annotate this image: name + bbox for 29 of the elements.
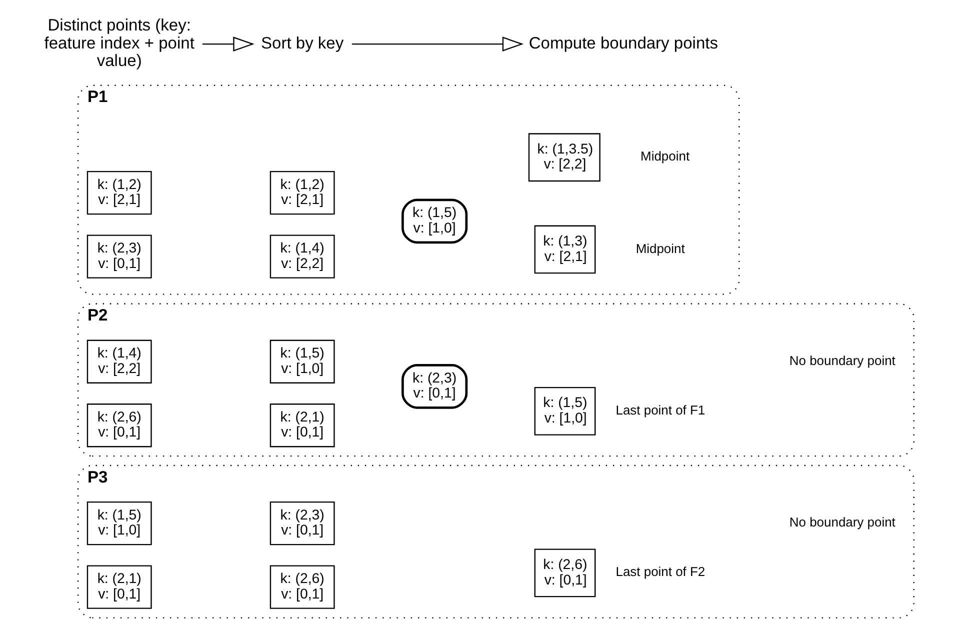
node-box: k: (1,3) v: [2,1] <box>534 225 596 274</box>
node-box: k: (1,5) v: [1,0] <box>401 198 468 244</box>
node-box: k: (1,5) v: [1,0] <box>269 340 334 384</box>
node-text: Distinct points (key: feature index + point value) <box>44 16 194 70</box>
node-box: k: (1,4) v: [2,2] <box>269 234 334 278</box>
node-box: k: (2,6) v: [0,1] <box>269 565 334 609</box>
node-box: k: (1,5) v: [1,0] <box>534 387 596 436</box>
node-label: Midpoint <box>640 148 690 164</box>
node-box: k: (1,3.5) v: [2,2] <box>528 133 600 182</box>
node-box: k: (2,6) v: [0,1] <box>534 548 596 598</box>
node-label: Last point of F2 <box>615 564 705 580</box>
node-label: Midpoint <box>635 240 684 256</box>
label: No boundary point <box>788 514 895 530</box>
arrow <box>202 36 254 52</box>
node-box: k: (1,5) v: [1,0] <box>86 502 152 546</box>
node-box: k: (1,2) v: [2,1] <box>86 170 152 215</box>
node-box: k: (2,3) v: [0,1] <box>269 502 334 546</box>
node-box: k: (1,4) v: [2,2] <box>86 340 152 384</box>
node-box: k: (1,2) v: [2,1] <box>269 170 334 215</box>
node-text: Compute boundary points <box>528 33 718 52</box>
node-box: k: (2,1) v: [0,1] <box>86 565 152 609</box>
node-label: Last point of F1 <box>615 402 705 418</box>
node-box: k: (2,1) v: [0,1] <box>269 404 334 448</box>
node-box: k: (2,3) v: [0,1] <box>86 234 152 278</box>
label: No boundary point <box>788 352 895 368</box>
node-text: Sort by key <box>260 33 344 52</box>
arrow <box>351 36 524 52</box>
node-box: k: (2,6) v: [0,1] <box>86 404 152 448</box>
node-box: k: (2,3) v: [0,1] <box>401 364 468 409</box>
